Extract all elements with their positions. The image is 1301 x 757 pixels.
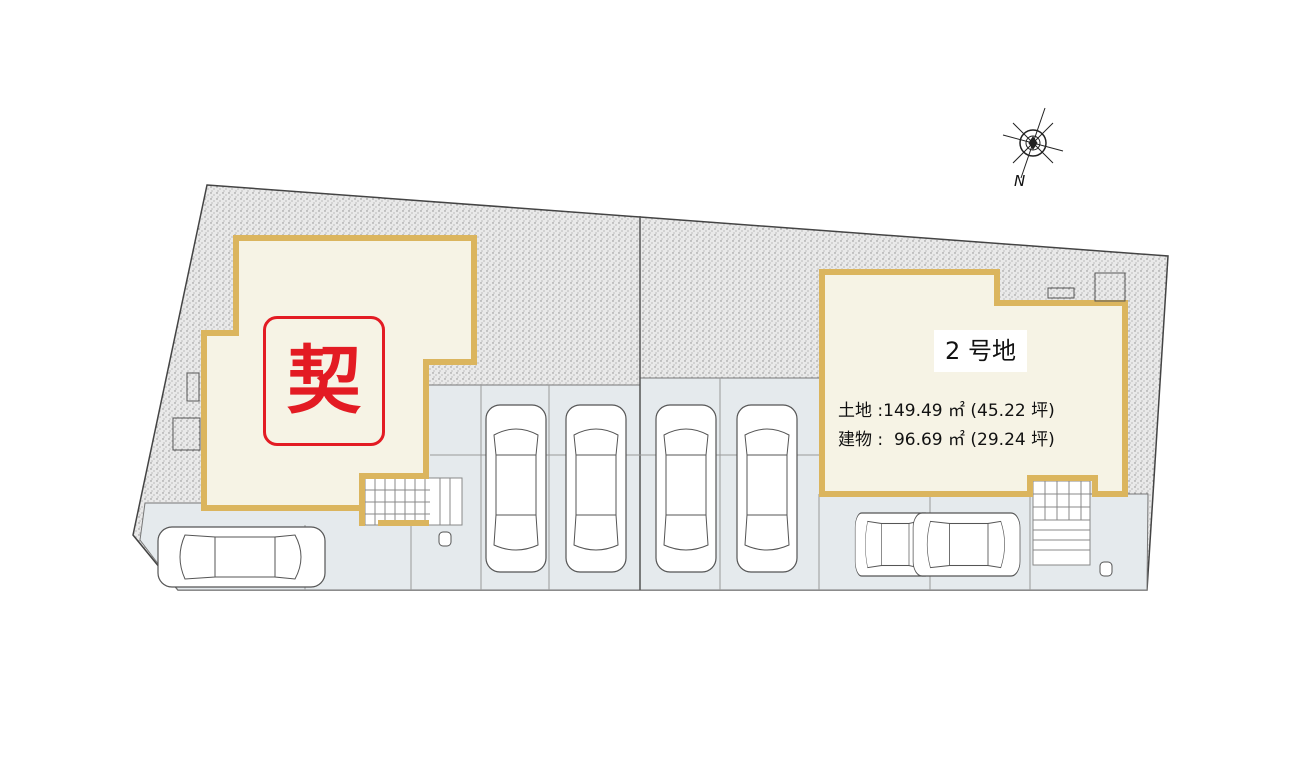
car-icon (565, 404, 627, 573)
car-icon (485, 404, 547, 573)
car-icon (912, 512, 1021, 577)
lot2-land-area: 土地 :149.49 ㎡ (45.22 坪) (838, 401, 1055, 421)
car-icon (736, 404, 798, 573)
entry-tiles-lot1 (364, 477, 463, 526)
contract-stamp: 契 (263, 316, 385, 446)
house-lot2 (819, 269, 1128, 497)
car-icon (655, 404, 717, 573)
north-label: N (1014, 172, 1026, 190)
lot2-title: 2 号地 (934, 330, 1027, 372)
lot2-building-area: 建物 : 96.69 ㎡ (29.24 坪) (838, 430, 1055, 450)
entry-tiles-lot2 (1032, 480, 1091, 566)
compass-icon (1002, 107, 1064, 179)
car-icon (157, 526, 326, 588)
